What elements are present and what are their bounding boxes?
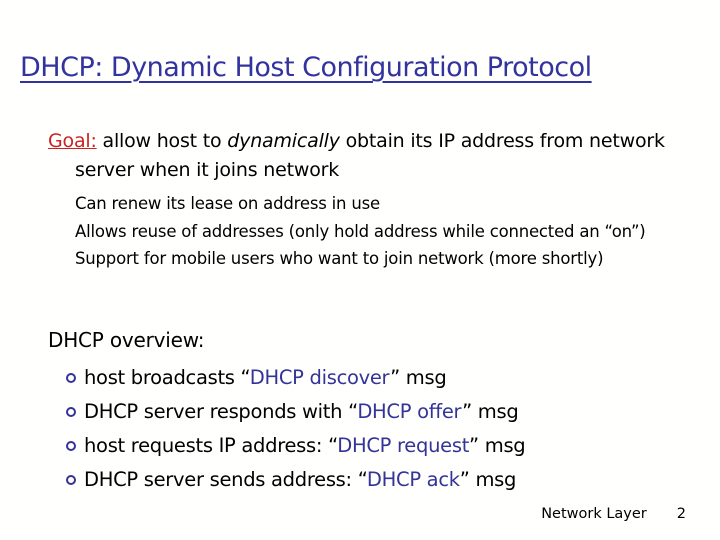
circle-bullet-icon (66, 407, 76, 417)
goal-label: Goal: (48, 130, 97, 152)
bullet-highlight: DHCP ack (366, 468, 460, 491)
goal-text-post: obtain its IP address from network serve… (75, 130, 665, 181)
goal-text-pre: allow host to (96, 130, 228, 152)
bullet-text-before: DHCP server sends address: “ (84, 468, 367, 491)
circle-bullet-icon (66, 475, 76, 485)
bullet-highlight: DHCP discover (249, 366, 391, 389)
footer-page-number: 2 (676, 506, 686, 522)
bullet-highlight: DHCP request (337, 434, 470, 457)
bullet-text-after: ” msg (469, 434, 526, 457)
overview-bullet-list: host broadcasts “DHCP discover” msg DHCP… (66, 361, 686, 497)
bullet-text-before: host requests IP address: “ (84, 434, 338, 457)
circle-bullet-icon (66, 441, 76, 451)
bullet-text-after: ” msg (390, 366, 447, 389)
subpoint-renew-lease: Can renew its lease on address in use (75, 194, 380, 213)
bullet-text-after: ” msg (462, 400, 519, 423)
bullet-text-after: ” msg (459, 468, 517, 491)
bullet-text-before: DHCP server responds with “ (84, 400, 358, 423)
goal-text-italic: dynamically (227, 130, 340, 152)
bullet-text-before: host broadcasts “ (84, 366, 250, 389)
slide-title: DHCP: Dynamic Host Configuration Protoco… (20, 52, 592, 83)
circle-bullet-icon (66, 373, 76, 383)
bullet-dhcp-discover: host broadcasts “DHCP discover” msg (66, 361, 686, 395)
bullet-highlight: DHCP offer (357, 400, 463, 423)
bullet-dhcp-offer: DHCP server responds with “DHCP offer” m… (66, 395, 686, 429)
bullet-dhcp-ack: DHCP server sends address: “DHCP ack” ms… (66, 463, 686, 497)
overview-heading: DHCP overview: (48, 328, 205, 352)
subpoint-reuse-addresses: Allows reuse of addresses (only hold add… (75, 221, 646, 241)
goal-subpoints: Can renew its lease on address in use Al… (75, 190, 675, 273)
subpoint-mobile-users: Support for mobile users who want to joi… (75, 249, 604, 268)
bullet-dhcp-request: host requests IP address: “DHCP request”… (66, 429, 686, 463)
footer: Network Layer 2 (541, 506, 686, 522)
footer-section-label: Network Layer (541, 506, 647, 522)
goal-paragraph: Goal: allow host to dynamically obtain i… (48, 127, 687, 185)
